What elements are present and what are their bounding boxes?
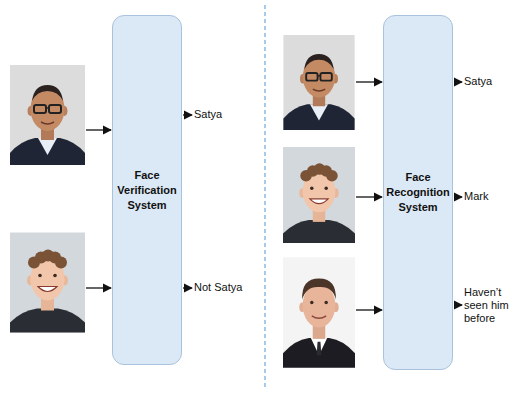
input-arrow [356,309,382,310]
input-arrow [86,287,111,288]
output-arrow [454,304,462,305]
output-label: Haven’t seen him before [464,286,526,325]
output-arrow [183,114,192,115]
input-arrow [356,196,382,197]
system-box: Face Recognition System [383,15,453,370]
output-arrow [183,287,192,288]
divider-line [264,5,265,390]
output-label: Mark [464,190,524,203]
output-label: Satya [464,75,524,88]
output-arrow [454,81,462,82]
face-photo [283,257,355,367]
input-arrow [356,81,382,82]
system-box: Face Verification System [112,15,182,365]
output-label: Satya [194,108,254,121]
output-label: Not Satya [194,281,256,294]
output-arrow [454,196,462,197]
face-photo [283,147,355,243]
box-title: Face Recognition System [386,170,450,215]
face-photo [10,65,85,165]
input-arrow [86,129,111,130]
face-photo [283,35,354,130]
box-title: Face Verification System [116,168,178,213]
face-photo [10,233,85,333]
